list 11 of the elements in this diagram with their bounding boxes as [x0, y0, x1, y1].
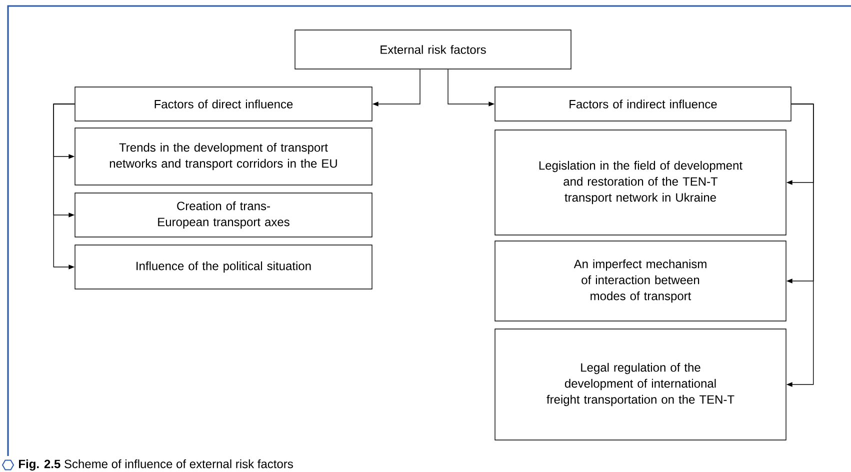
- box: External risk factors: [294, 30, 572, 70]
- arrow: [53, 104, 75, 270]
- caption: Fig. 2.5 Scheme of influence of external risk factors: [19, 459, 293, 471]
- box: Creation of trans-European transport axes: [74, 192, 372, 238]
- box: Trends in the development of transport networks and transport corridors in the EU: [74, 128, 372, 186]
- box: Influence of the political situation: [74, 244, 372, 290]
- box: An imperfect mechanism of interaction between modes of transport: [494, 240, 786, 322]
- box: Factors of indirect influence: [494, 86, 792, 122]
- box: Legislation in the field of development and restoration of the TEN-T transport network in Ukraine: [494, 130, 786, 236]
- box: Legal regulation of the development of international freight transportation on the TEN-T: [494, 328, 786, 440]
- box: Factors of direct influence: [74, 86, 372, 122]
